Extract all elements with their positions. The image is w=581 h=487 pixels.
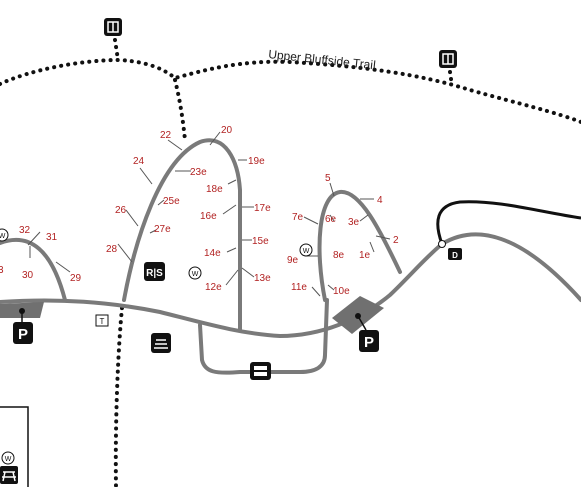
water-label: W bbox=[0, 233, 6, 240]
site-29[interactable]: 29 bbox=[70, 273, 82, 284]
site-10e[interactable]: 10e bbox=[333, 286, 350, 297]
water-icon[interactable]: W bbox=[0, 228, 9, 242]
parking-icon[interactable]: P bbox=[359, 330, 379, 352]
water-label: W bbox=[303, 248, 310, 255]
site-9e[interactable]: 9e bbox=[287, 255, 299, 266]
building-outline bbox=[0, 406, 29, 487]
site-28[interactable]: 28 bbox=[106, 244, 118, 255]
site-25e[interactable]: 25e bbox=[163, 196, 180, 207]
campsite-labels: 32 31 30 29 3 28 26 24 22 20 27e 25e 23e… bbox=[0, 125, 399, 297]
site-23e[interactable]: 23e bbox=[190, 167, 207, 178]
water-label: W bbox=[192, 271, 199, 278]
site-leaders bbox=[27, 131, 391, 297]
site-7e[interactable]: 7e bbox=[292, 212, 304, 223]
site-3e[interactable]: 3e bbox=[348, 217, 360, 228]
site-15e[interactable]: 15e bbox=[252, 236, 269, 247]
trail-spur-south[interactable] bbox=[113, 306, 124, 487]
junction-marker bbox=[438, 240, 446, 248]
site-3[interactable]: 3 bbox=[0, 265, 4, 276]
site-12e[interactable]: 12e bbox=[205, 282, 222, 293]
parking-label: P bbox=[18, 326, 28, 343]
site-1e[interactable]: 1e bbox=[359, 250, 371, 261]
water-label: W bbox=[5, 456, 12, 463]
trail-marker-icon[interactable]: T bbox=[95, 314, 109, 327]
trailhead-icon[interactable] bbox=[439, 50, 457, 68]
site-16e[interactable]: 16e bbox=[200, 211, 217, 222]
dump-station-label: D bbox=[452, 251, 458, 260]
site-22[interactable]: 22 bbox=[160, 130, 172, 141]
trail-name-label: Upper Bluffside Trail bbox=[268, 47, 377, 72]
site-18e[interactable]: 18e bbox=[206, 184, 223, 195]
trail-spur-north-2[interactable] bbox=[448, 70, 454, 88]
recycle-station-icon[interactable]: R|S bbox=[144, 262, 165, 281]
west-loop[interactable] bbox=[0, 237, 67, 302]
site-32[interactable]: 32 bbox=[19, 225, 31, 236]
site-27e[interactable]: 27e bbox=[154, 224, 171, 235]
site-5[interactable]: 5 bbox=[325, 173, 331, 184]
site-6e[interactable]: 6e bbox=[325, 214, 337, 225]
parking-label: P bbox=[364, 334, 374, 351]
site-2[interactable]: 2 bbox=[393, 235, 399, 246]
site-20[interactable]: 20 bbox=[221, 125, 233, 136]
site-30[interactable]: 30 bbox=[22, 270, 34, 281]
recycle-station-label: R|S bbox=[146, 268, 163, 279]
site-8e[interactable]: 8e bbox=[333, 250, 345, 261]
site-19e[interactable]: 19e bbox=[248, 156, 265, 167]
water-icon[interactable]: W bbox=[1, 451, 15, 465]
trail-spur-center[interactable] bbox=[173, 78, 187, 142]
site-24[interactable]: 24 bbox=[133, 156, 145, 167]
access-road[interactable] bbox=[436, 200, 581, 245]
water-icon[interactable]: W bbox=[299, 243, 313, 257]
trail-marker-label: T bbox=[100, 317, 105, 326]
water-icon[interactable]: W bbox=[188, 266, 202, 280]
site-14e[interactable]: 14e bbox=[204, 248, 221, 259]
site-11e[interactable]: 11e bbox=[291, 282, 307, 293]
shower-building-icon[interactable] bbox=[250, 362, 271, 380]
trailhead-icon[interactable] bbox=[104, 18, 122, 36]
center-loop[interactable] bbox=[122, 138, 242, 332]
parking-icon[interactable]: P bbox=[13, 322, 33, 344]
site-17e[interactable]: 17e bbox=[254, 203, 271, 214]
picnic-table-icon[interactable] bbox=[0, 466, 18, 484]
upper-bluffside-trail[interactable] bbox=[0, 57, 581, 124]
amphitheater-icon[interactable] bbox=[151, 333, 171, 353]
main-road[interactable] bbox=[0, 232, 581, 338]
site-26[interactable]: 26 bbox=[115, 205, 127, 216]
site-4[interactable]: 4 bbox=[377, 195, 383, 206]
trails bbox=[0, 38, 581, 487]
trail-spur-north-1[interactable] bbox=[113, 38, 120, 62]
site-31[interactable]: 31 bbox=[46, 232, 58, 243]
site-13e[interactable]: 13e bbox=[254, 273, 271, 284]
dump-station-icon[interactable]: D bbox=[448, 248, 462, 260]
east-loop[interactable] bbox=[317, 190, 402, 302]
